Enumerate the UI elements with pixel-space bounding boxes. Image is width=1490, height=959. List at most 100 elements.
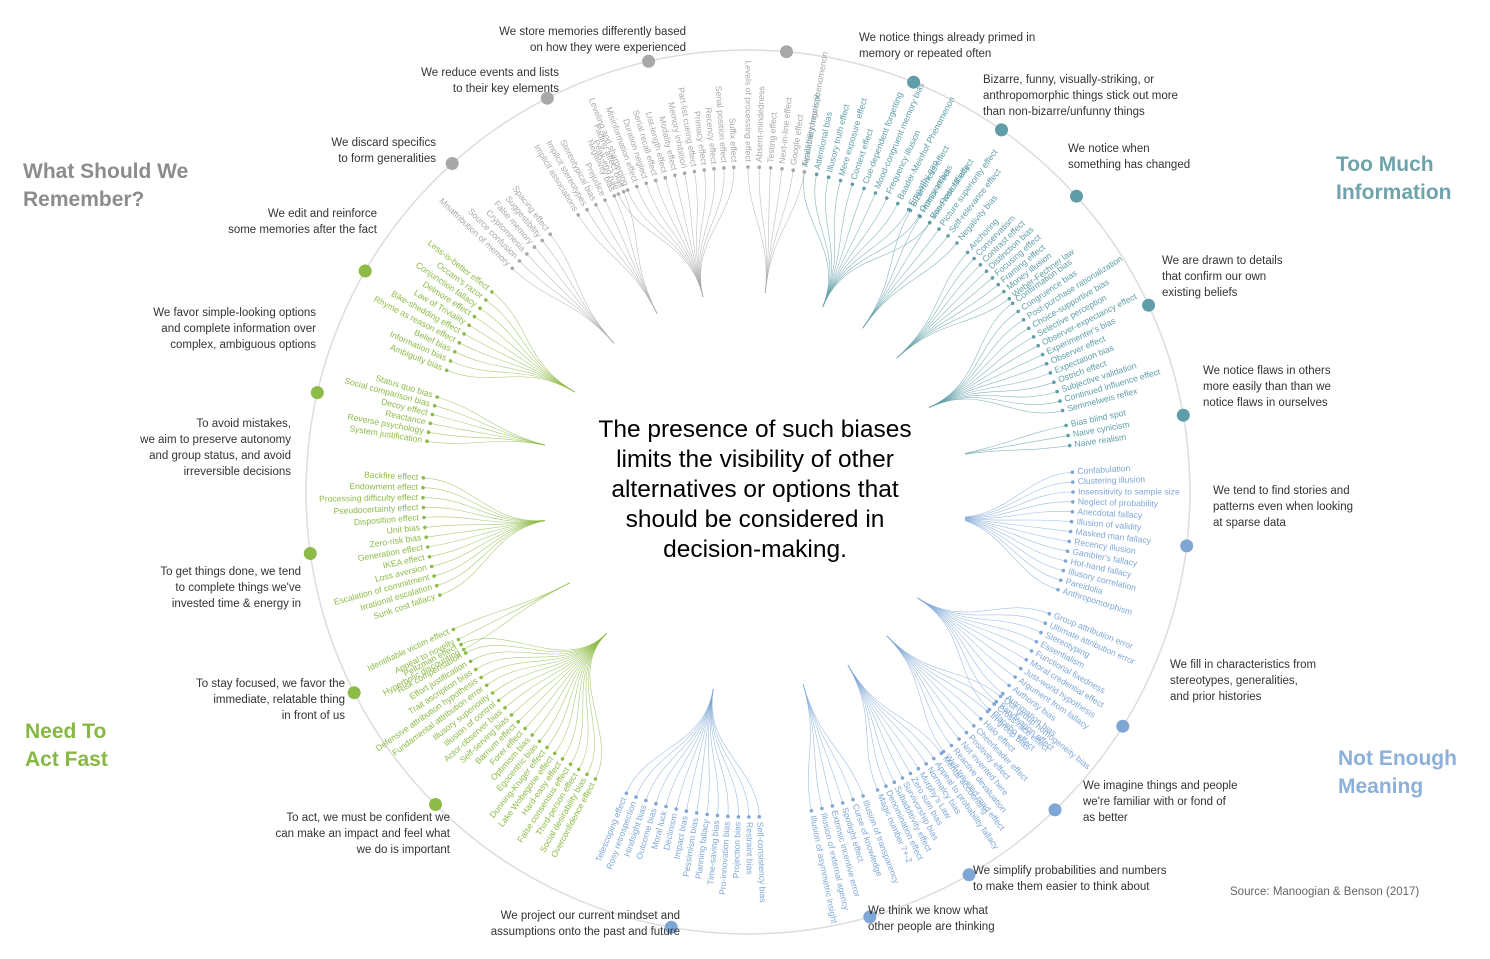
bias-dot: [503, 706, 507, 710]
category-dot: [429, 798, 442, 811]
bias-dot: [421, 485, 425, 490]
bias-dot: [1013, 675, 1017, 679]
bias-dot: [1066, 433, 1070, 438]
bias-branch-line: [822, 203, 899, 307]
bias-branch-line: [886, 635, 944, 752]
bias-branch-line: [655, 688, 714, 804]
bias-dot: [576, 767, 581, 772]
bias-branch-line: [623, 191, 658, 314]
bias-dot: [509, 713, 514, 717]
bias-dot: [568, 762, 573, 767]
bias-branch-line: [710, 688, 729, 817]
bias-label: Absent-mindedness: [754, 86, 767, 162]
category-label-changed: We notice when something has changed: [1068, 143, 1191, 171]
bias-dot: [453, 350, 457, 354]
bias-dot: [949, 743, 954, 748]
bias-branch-line: [847, 665, 935, 759]
bias-label: Confabulation: [1077, 463, 1131, 476]
bias-label: Self-consistency bias: [755, 822, 768, 903]
bias-dot: [479, 675, 483, 680]
bias-dot: [435, 583, 439, 588]
bias-dot: [746, 165, 750, 169]
bias-dot: [1067, 539, 1071, 544]
category-label-store: We store memories differently based on h…: [499, 26, 686, 54]
bias-branch-line: [665, 177, 704, 298]
bias-dot: [964, 730, 969, 735]
bias-dot: [955, 241, 959, 245]
bias-dot: [516, 720, 520, 724]
bias-branch-line: [636, 186, 704, 298]
branch-lines: [422, 166, 1074, 818]
bias-dot: [1068, 529, 1073, 534]
bias-branch-line: [711, 688, 760, 817]
bias-branch-line: [896, 264, 981, 359]
bias-dot: [820, 806, 824, 811]
bias-dot: [946, 234, 950, 238]
category-label-confident: To act, we must be confident we can make…: [275, 812, 450, 856]
bias-dot: [654, 801, 658, 806]
bias-label: Projection bias: [731, 822, 743, 879]
bias-branch-line: [427, 519, 550, 548]
bias-dot: [1024, 658, 1029, 662]
bias-branch-line: [578, 633, 607, 770]
bias-branch-line: [562, 633, 607, 760]
bias-branch-line: [570, 633, 607, 765]
bias-dot: [780, 167, 784, 171]
category-label-focused: To stay focused, we favor the immediate,…: [196, 678, 345, 722]
bias-branch-line: [802, 684, 864, 797]
bias-branch-line: [431, 519, 550, 567]
bias-branch-line: [711, 688, 750, 818]
category-label-reduce: We reduce events and lists to their key …: [421, 67, 559, 95]
bias-branch-line: [709, 688, 719, 816]
bias-dot: [892, 780, 897, 784]
quadrant-title-remember: What Should We Remember?: [23, 160, 189, 211]
bias-dot: [884, 784, 888, 788]
bias-branch-line: [577, 214, 658, 314]
bias-branch-line: [896, 258, 975, 359]
bias-branch-line: [929, 311, 1019, 408]
category-dot: [642, 54, 656, 68]
bias-branch-line: [862, 210, 911, 329]
bias-dot: [673, 173, 677, 178]
bias-branch-line: [917, 597, 1037, 643]
bias-dot: [768, 166, 773, 170]
bias-branch-line: [524, 633, 607, 729]
bias-dot: [634, 795, 638, 799]
bias-dot: [684, 809, 689, 813]
bias-dot: [456, 637, 461, 642]
bias-dot: [1064, 423, 1068, 428]
bias-branch-line: [803, 171, 829, 307]
bias-branch-line: [645, 688, 714, 801]
bias-branch-line: [434, 519, 550, 577]
bias-branch-line: [814, 174, 831, 307]
bias-dot: [1061, 568, 1066, 573]
bias-dot: [510, 266, 515, 271]
bias-label: Insensitivity to sample size: [1078, 486, 1180, 496]
bias-dot: [1026, 326, 1031, 331]
bias-dot: [426, 430, 431, 435]
bias-dot: [840, 801, 845, 805]
bias-branch-line: [896, 291, 1005, 359]
bias-branch-line: [802, 684, 823, 809]
bias-dot: [957, 737, 961, 741]
bias-branch-line: [802, 684, 854, 800]
bias-branch-line: [847, 665, 911, 774]
bias-dot: [1056, 587, 1060, 592]
bias-dot: [624, 791, 629, 796]
bias-dot: [421, 505, 426, 510]
bias-dot: [552, 751, 557, 756]
bias-branch-line: [517, 633, 607, 723]
bias-dot: [490, 290, 494, 294]
bias-branch-line: [946, 491, 1074, 518]
category-dot: [310, 386, 324, 400]
bias-label: Neglect of probability: [1078, 496, 1159, 508]
bias-branch-line: [700, 167, 735, 298]
bias-dot: [939, 751, 944, 756]
bias-branch-line: [822, 180, 841, 307]
bias-dot: [702, 168, 706, 172]
bias-dot: [429, 564, 434, 569]
bias-branch-line: [546, 633, 607, 748]
bias-dot: [427, 555, 432, 559]
bias-branch-line: [917, 597, 1027, 661]
bias-dot: [896, 201, 900, 206]
